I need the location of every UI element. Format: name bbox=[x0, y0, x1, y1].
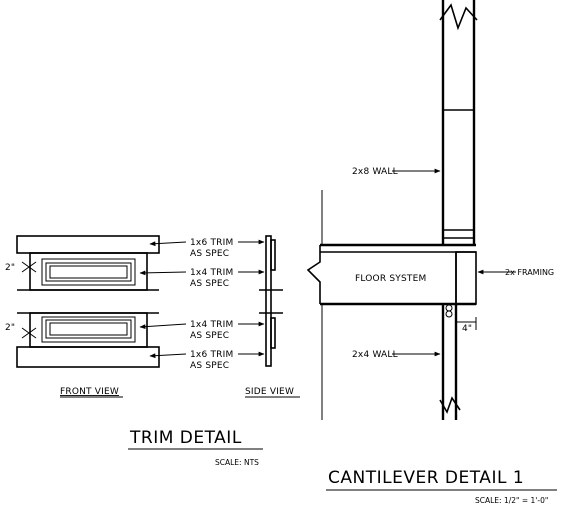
dim-offset-label: 4" bbox=[462, 324, 472, 334]
bottom-trim-spec: AS SPEC bbox=[190, 361, 229, 371]
lower-inner-trim-label: 1x4 TRIM bbox=[190, 320, 233, 330]
bottom-1x6-trim bbox=[16, 346, 160, 368]
cantilever-section bbox=[306, 0, 478, 420]
trim-detail-title: TRIM DETAIL bbox=[129, 428, 242, 448]
front-view-caption: FRONT VIEW bbox=[60, 387, 119, 397]
trim-side-view bbox=[259, 235, 283, 367]
rim-framing bbox=[455, 251, 477, 305]
wall-lower-label: 2x4 WALL bbox=[352, 350, 398, 360]
cantilever-title: CANTILEVER DETAIL 1 bbox=[328, 468, 524, 488]
bottom-trim-label: 1x6 TRIM bbox=[190, 350, 233, 360]
top-trim-spec: AS SPEC bbox=[190, 249, 229, 259]
upper-inner-trim-spec: AS SPEC bbox=[190, 279, 229, 289]
trim-detail-scale: SCALE: NTS bbox=[215, 458, 259, 467]
wall-upper-label: 2x8 WALL bbox=[352, 167, 398, 177]
side-view-caption: SIDE VIEW bbox=[245, 387, 294, 397]
top-trim-label: 1x6 TRIM bbox=[190, 238, 233, 248]
dim-bottom-label: 2" bbox=[5, 323, 15, 333]
upper-inner-trim-label: 1x4 TRIM bbox=[190, 268, 233, 278]
cantilever-scale: SCALE: 1/2" = 1'-0" bbox=[475, 496, 548, 505]
trim-front-view: 2" 2" bbox=[5, 235, 160, 368]
lower-inner-trim-spec: AS SPEC bbox=[190, 331, 229, 341]
top-1x6-trim bbox=[16, 235, 160, 254]
dim-top-label: 2" bbox=[5, 263, 15, 273]
floor-system-label: FLOOR SYSTEM bbox=[355, 274, 426, 284]
framing-label: 2x FRAMING bbox=[505, 268, 554, 277]
